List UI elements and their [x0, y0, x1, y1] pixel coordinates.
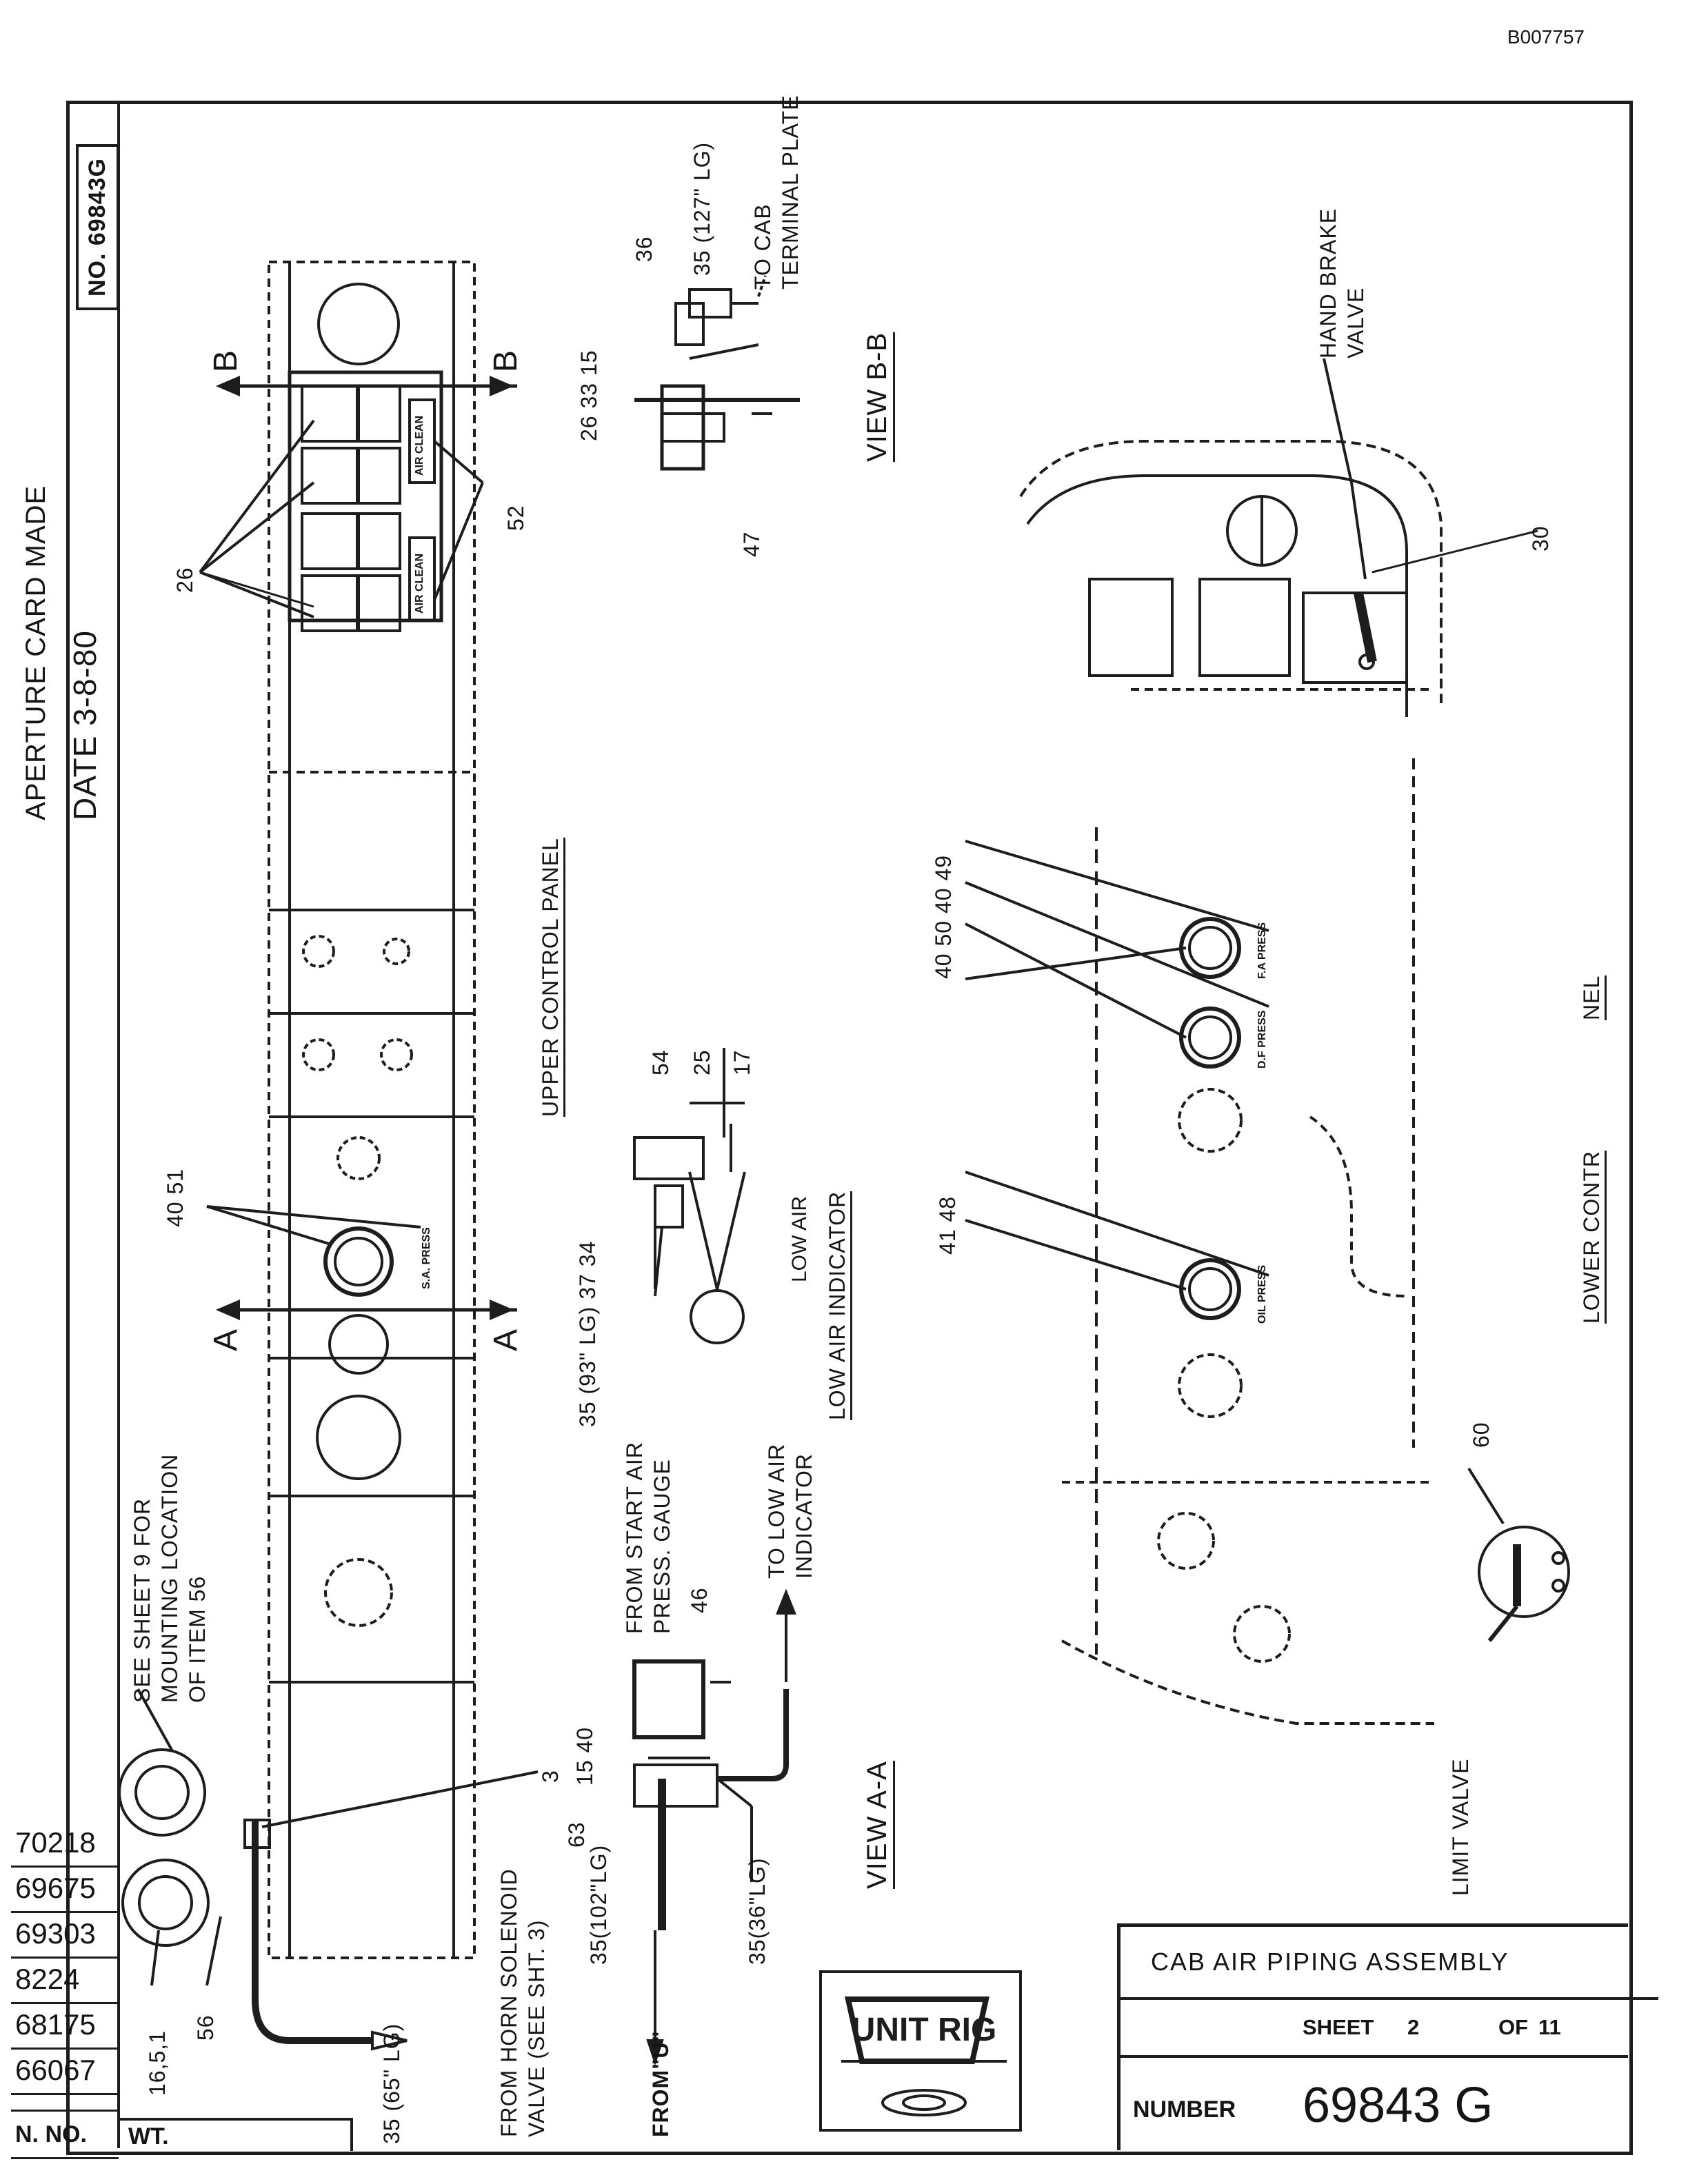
- title-block-sheet: SHEET 2 OF 11: [1121, 2000, 1628, 2058]
- revision-row: 68175: [11, 2002, 119, 2050]
- valve-56-circle: [121, 1859, 210, 1947]
- hand-brake-lever: [1354, 592, 1377, 663]
- limit-valve-note: LIMIT VALVE: [1448, 1758, 1473, 1896]
- from-u-note: FROM"U": [648, 2030, 673, 2137]
- callout-26: 26: [172, 567, 197, 593]
- callout-40-50-40-49: 40 50 40 49: [931, 854, 956, 979]
- view-a-a-title: VIEW A-A: [862, 1761, 895, 1889]
- view-b-b-title: VIEW B-B: [862, 332, 895, 462]
- callout-36: 36: [632, 236, 656, 262]
- callout-60: 60: [1469, 1422, 1494, 1448]
- callout-30: 30: [1528, 525, 1553, 552]
- revision-block: 70218 69675 69303 8224 68175 66067 N. NO…: [11, 1820, 119, 2159]
- title-block-title: CAB AIR PIPING ASSEMBLY: [1121, 1927, 1658, 2000]
- weight-cell: WT.: [117, 2118, 353, 2151]
- air-clean-label-1: AIR CLEAN: [414, 415, 425, 476]
- low-air-indicator-title: LOW AIR INDICATOR: [825, 1191, 852, 1420]
- title-block: CAB AIR PIPING ASSEMBLY SHEET 2 OF 11 NU…: [1117, 1923, 1658, 2150]
- callout-40-51: 40 51: [163, 1168, 188, 1227]
- section-b-marker-top: B: [208, 350, 244, 372]
- horn-valve-circle: [118, 1748, 206, 1837]
- lower-control-panel-title-b: NEL: [1579, 975, 1607, 1020]
- callout-15-40: 15 40: [572, 1726, 597, 1786]
- callout-3: 3: [538, 1770, 563, 1783]
- revision-row: 70218: [11, 1820, 119, 1868]
- callout-46: 46: [687, 1587, 712, 1613]
- callout-35-93: 35 (93" LG) 37 34: [575, 1240, 600, 1427]
- section-a-marker-top: A: [208, 1328, 244, 1351]
- upper-gauge-sa-press: [323, 1226, 394, 1297]
- upper-control-panel-outline: [268, 261, 476, 1959]
- callout-35-102: 35(102"LG): [586, 1844, 611, 1965]
- callout-16-5-1: 16,5,1: [145, 2030, 170, 2096]
- revision-row: 66067: [11, 2048, 119, 2095]
- air-clean-label-2: AIR CLEAN: [414, 553, 425, 614]
- air-clean-panel: [288, 370, 443, 623]
- logo-text: UNIT RIG: [852, 2012, 997, 2048]
- callout-35-127: 35 (127" LG): [690, 141, 714, 276]
- upper-control-panel-title: UPPER CONTROL PANEL: [538, 838, 565, 1117]
- low-air-label: LOW AIR: [788, 1195, 811, 1282]
- df-press-label: D.F PRESS: [1256, 1010, 1268, 1069]
- revision-row: 69303: [11, 1911, 119, 1959]
- callout-17: 17: [730, 1049, 754, 1075]
- inner-frame: [117, 101, 1629, 2148]
- limit-valve-circle: [1478, 1526, 1570, 1618]
- sa-press-label: S.A. PRESS: [421, 1227, 432, 1289]
- callout-35-65: 35 (65" LG): [379, 2023, 404, 2144]
- title-block-number: NUMBER 69843 G: [1133, 2078, 1494, 2133]
- upper-gauge-top: [317, 283, 400, 365]
- revision-header: N. NO.: [11, 2110, 119, 2159]
- low-air-indicator: [690, 1289, 745, 1344]
- revision-row: 69675: [11, 1866, 119, 1913]
- lower-control-panel-title-a: LOWER CONTR: [1579, 1151, 1607, 1324]
- callout-35-36: 35(36"LG): [745, 1857, 770, 1965]
- drawing-border: [66, 101, 1633, 2155]
- document-id: B007757: [1507, 26, 1585, 48]
- df-press-gauge: [1179, 1007, 1241, 1069]
- fa-press-label: F.A PRESS: [1256, 922, 1268, 979]
- callout-54: 54: [648, 1049, 673, 1075]
- revision-row: 8224: [11, 1957, 119, 2004]
- section-b-marker-bottom: B: [488, 350, 524, 372]
- oil-press-label: OIL PRESS: [1256, 1264, 1268, 1324]
- callout-56: 56: [193, 2014, 218, 2041]
- section-a-marker-bottom: A: [488, 1328, 524, 1351]
- lower-control-panel-outline: [1019, 440, 1443, 703]
- callout-25: 25: [690, 1049, 714, 1075]
- callout-41-48: 41 48: [935, 1195, 960, 1255]
- callout-63: 63: [564, 1821, 589, 1848]
- oil-press-gauge: [1179, 1258, 1241, 1320]
- start-air-gauge-body: [632, 1659, 705, 1739]
- callout-26-33-15: 26 33 15: [576, 350, 601, 441]
- logo-uni-rig: UNIT RIG: [819, 1970, 1022, 2132]
- callout-47: 47: [739, 531, 764, 557]
- callout-52: 52: [503, 505, 528, 531]
